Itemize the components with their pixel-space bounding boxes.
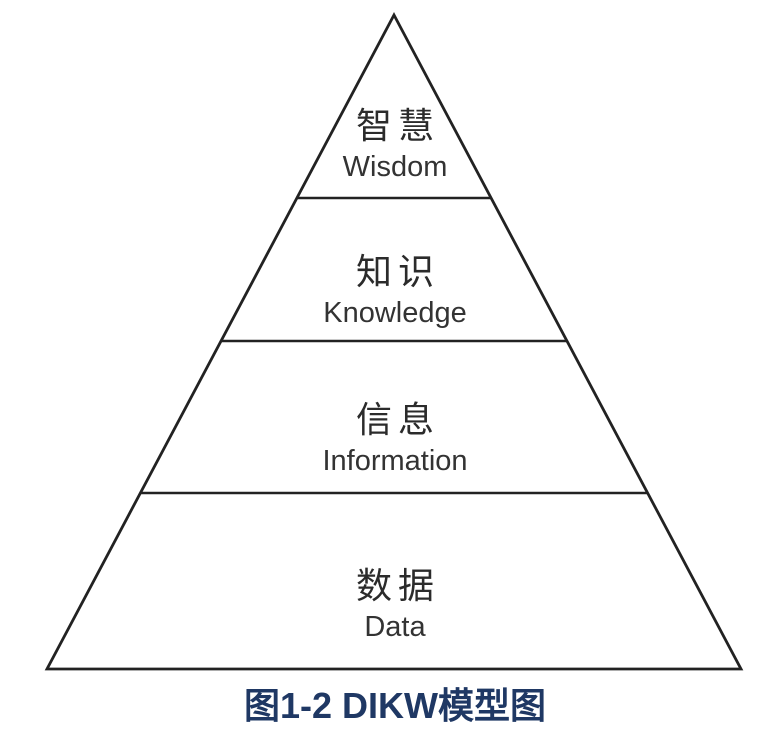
level-knowledge-label-en: Knowledge	[323, 297, 467, 329]
level-data-label-en: Data	[364, 611, 426, 643]
level-data-label-zh: 数据	[355, 565, 440, 606]
level-knowledge: 知识 Knowledge	[0, 248, 783, 332]
level-knowledge-label-zh: 知识	[355, 251, 440, 292]
level-wisdom: 智慧 Wisdom	[0, 102, 783, 186]
level-information-label-zh: 信息	[355, 399, 440, 440]
pyramid-triangle	[44, 12, 744, 671]
level-information-label-en: Information	[322, 445, 468, 477]
level-wisdom-label-en: Wisdom	[342, 151, 448, 183]
level-wisdom-label-zh: 智慧	[355, 105, 440, 146]
level-information: 信息 Information	[0, 396, 783, 480]
figure-caption: 图1-2 DIKW模型图	[243, 685, 546, 726]
level-data: 数据 Data	[0, 562, 783, 646]
